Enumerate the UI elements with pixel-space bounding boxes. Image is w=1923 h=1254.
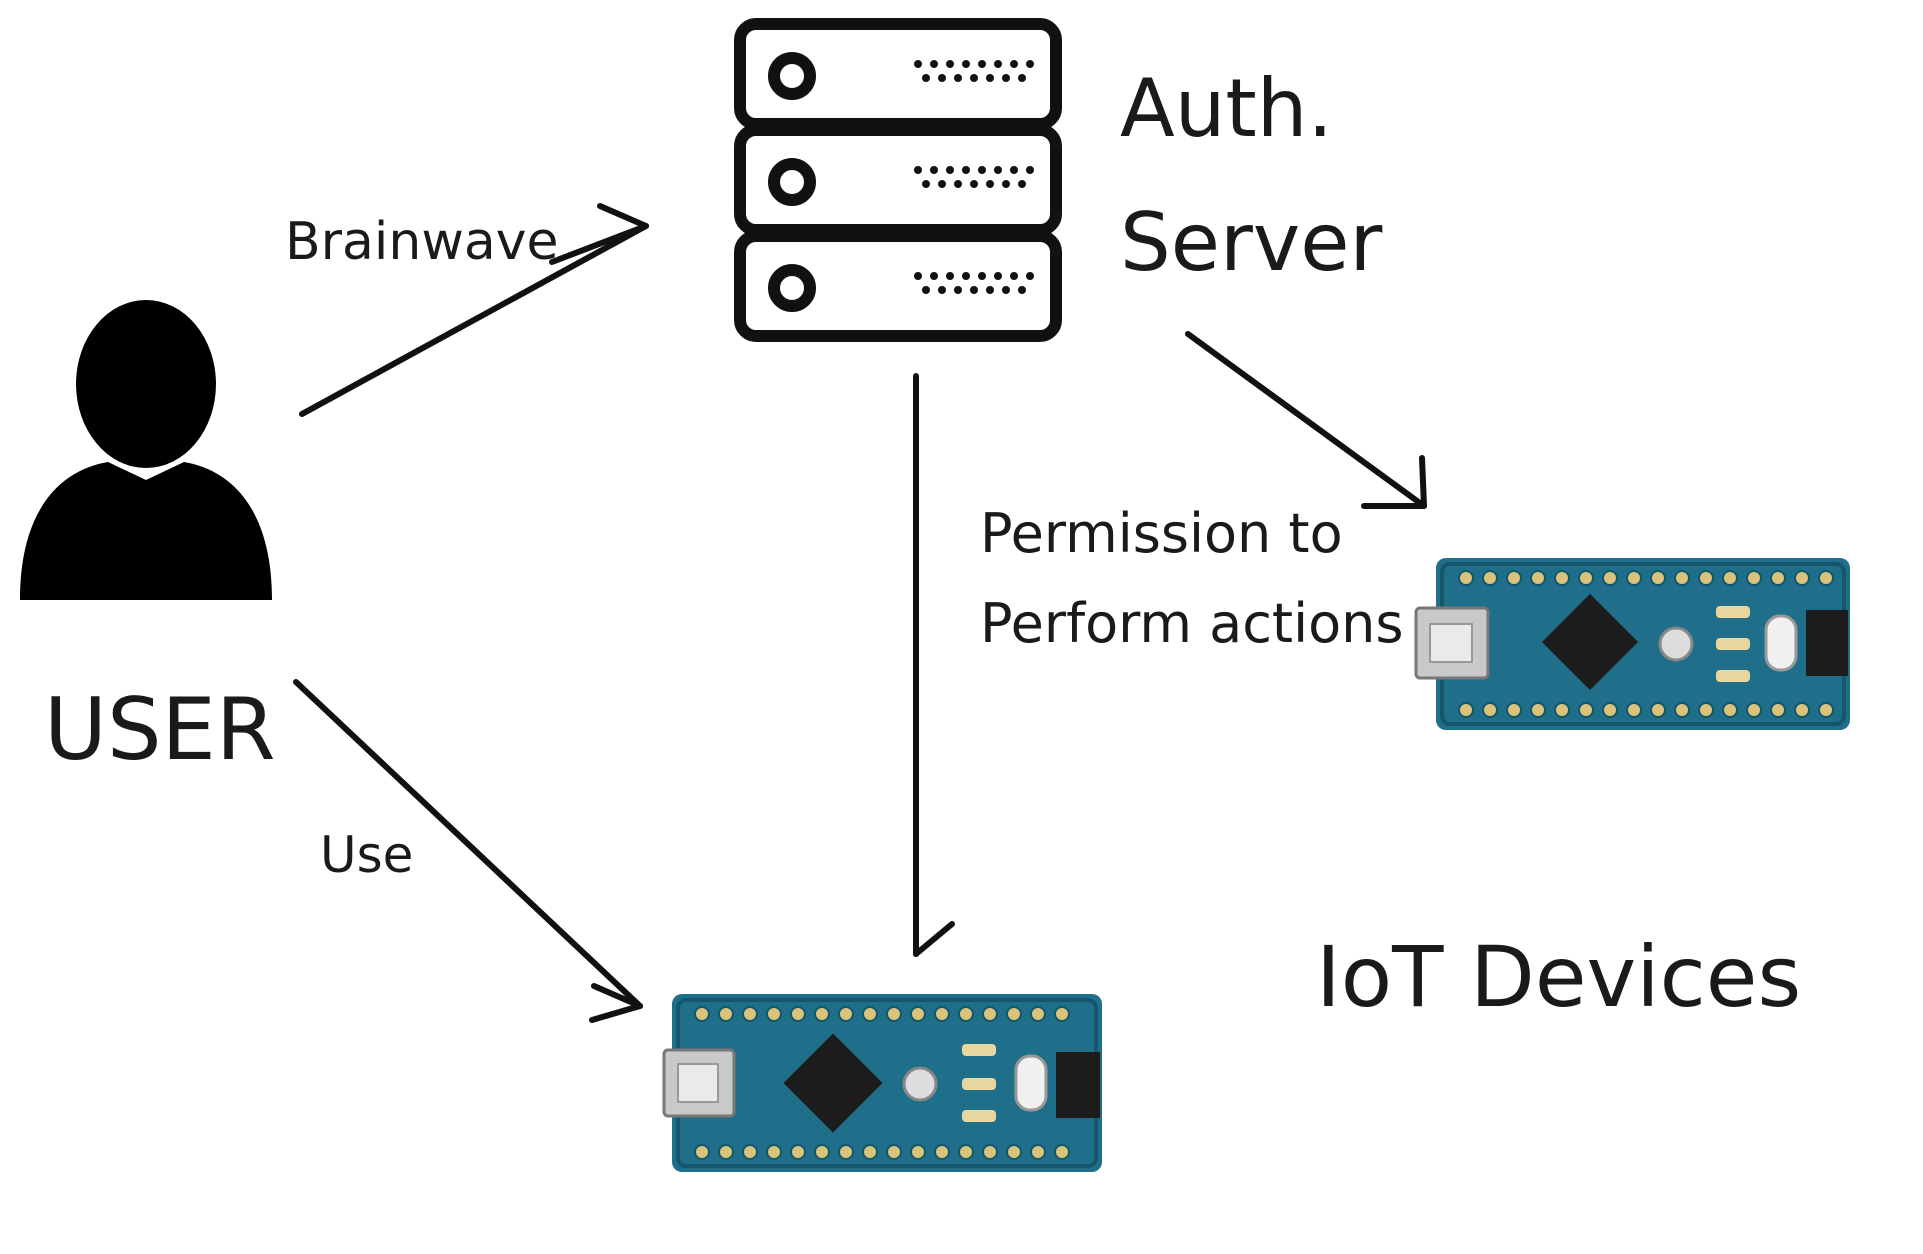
edge-user-to-server	[299, 223, 649, 417]
arrowhead-user-to-server	[549, 203, 649, 265]
arrowhead-server-to-device	[913, 921, 955, 957]
edge-label-permission-line2: Perform actions	[980, 592, 1404, 655]
server-rack-icon	[734, 18, 1062, 342]
edge-server-to-device-right	[1185, 331, 1427, 509]
microcontroller-board-icon	[662, 994, 1102, 1172]
edge-label-permission-line1: Permission to	[980, 502, 1343, 565]
server-label-line1: Auth.	[1120, 62, 1333, 155]
edge-label-brainwave: Brainwave	[285, 212, 559, 272]
arrowhead-server-to-device-right	[1361, 455, 1427, 509]
microcontroller-board-icon	[1414, 558, 1850, 730]
devices-label: IoT Devices	[1316, 928, 1802, 1026]
server-label-line2: Server	[1120, 196, 1383, 289]
user-label: USER	[44, 680, 276, 780]
edge-label-use: Use	[320, 826, 414, 884]
arrowhead-user-to-device	[589, 983, 643, 1023]
edge-user-to-device	[293, 679, 643, 1009]
user-silhouette-icon	[20, 300, 272, 600]
